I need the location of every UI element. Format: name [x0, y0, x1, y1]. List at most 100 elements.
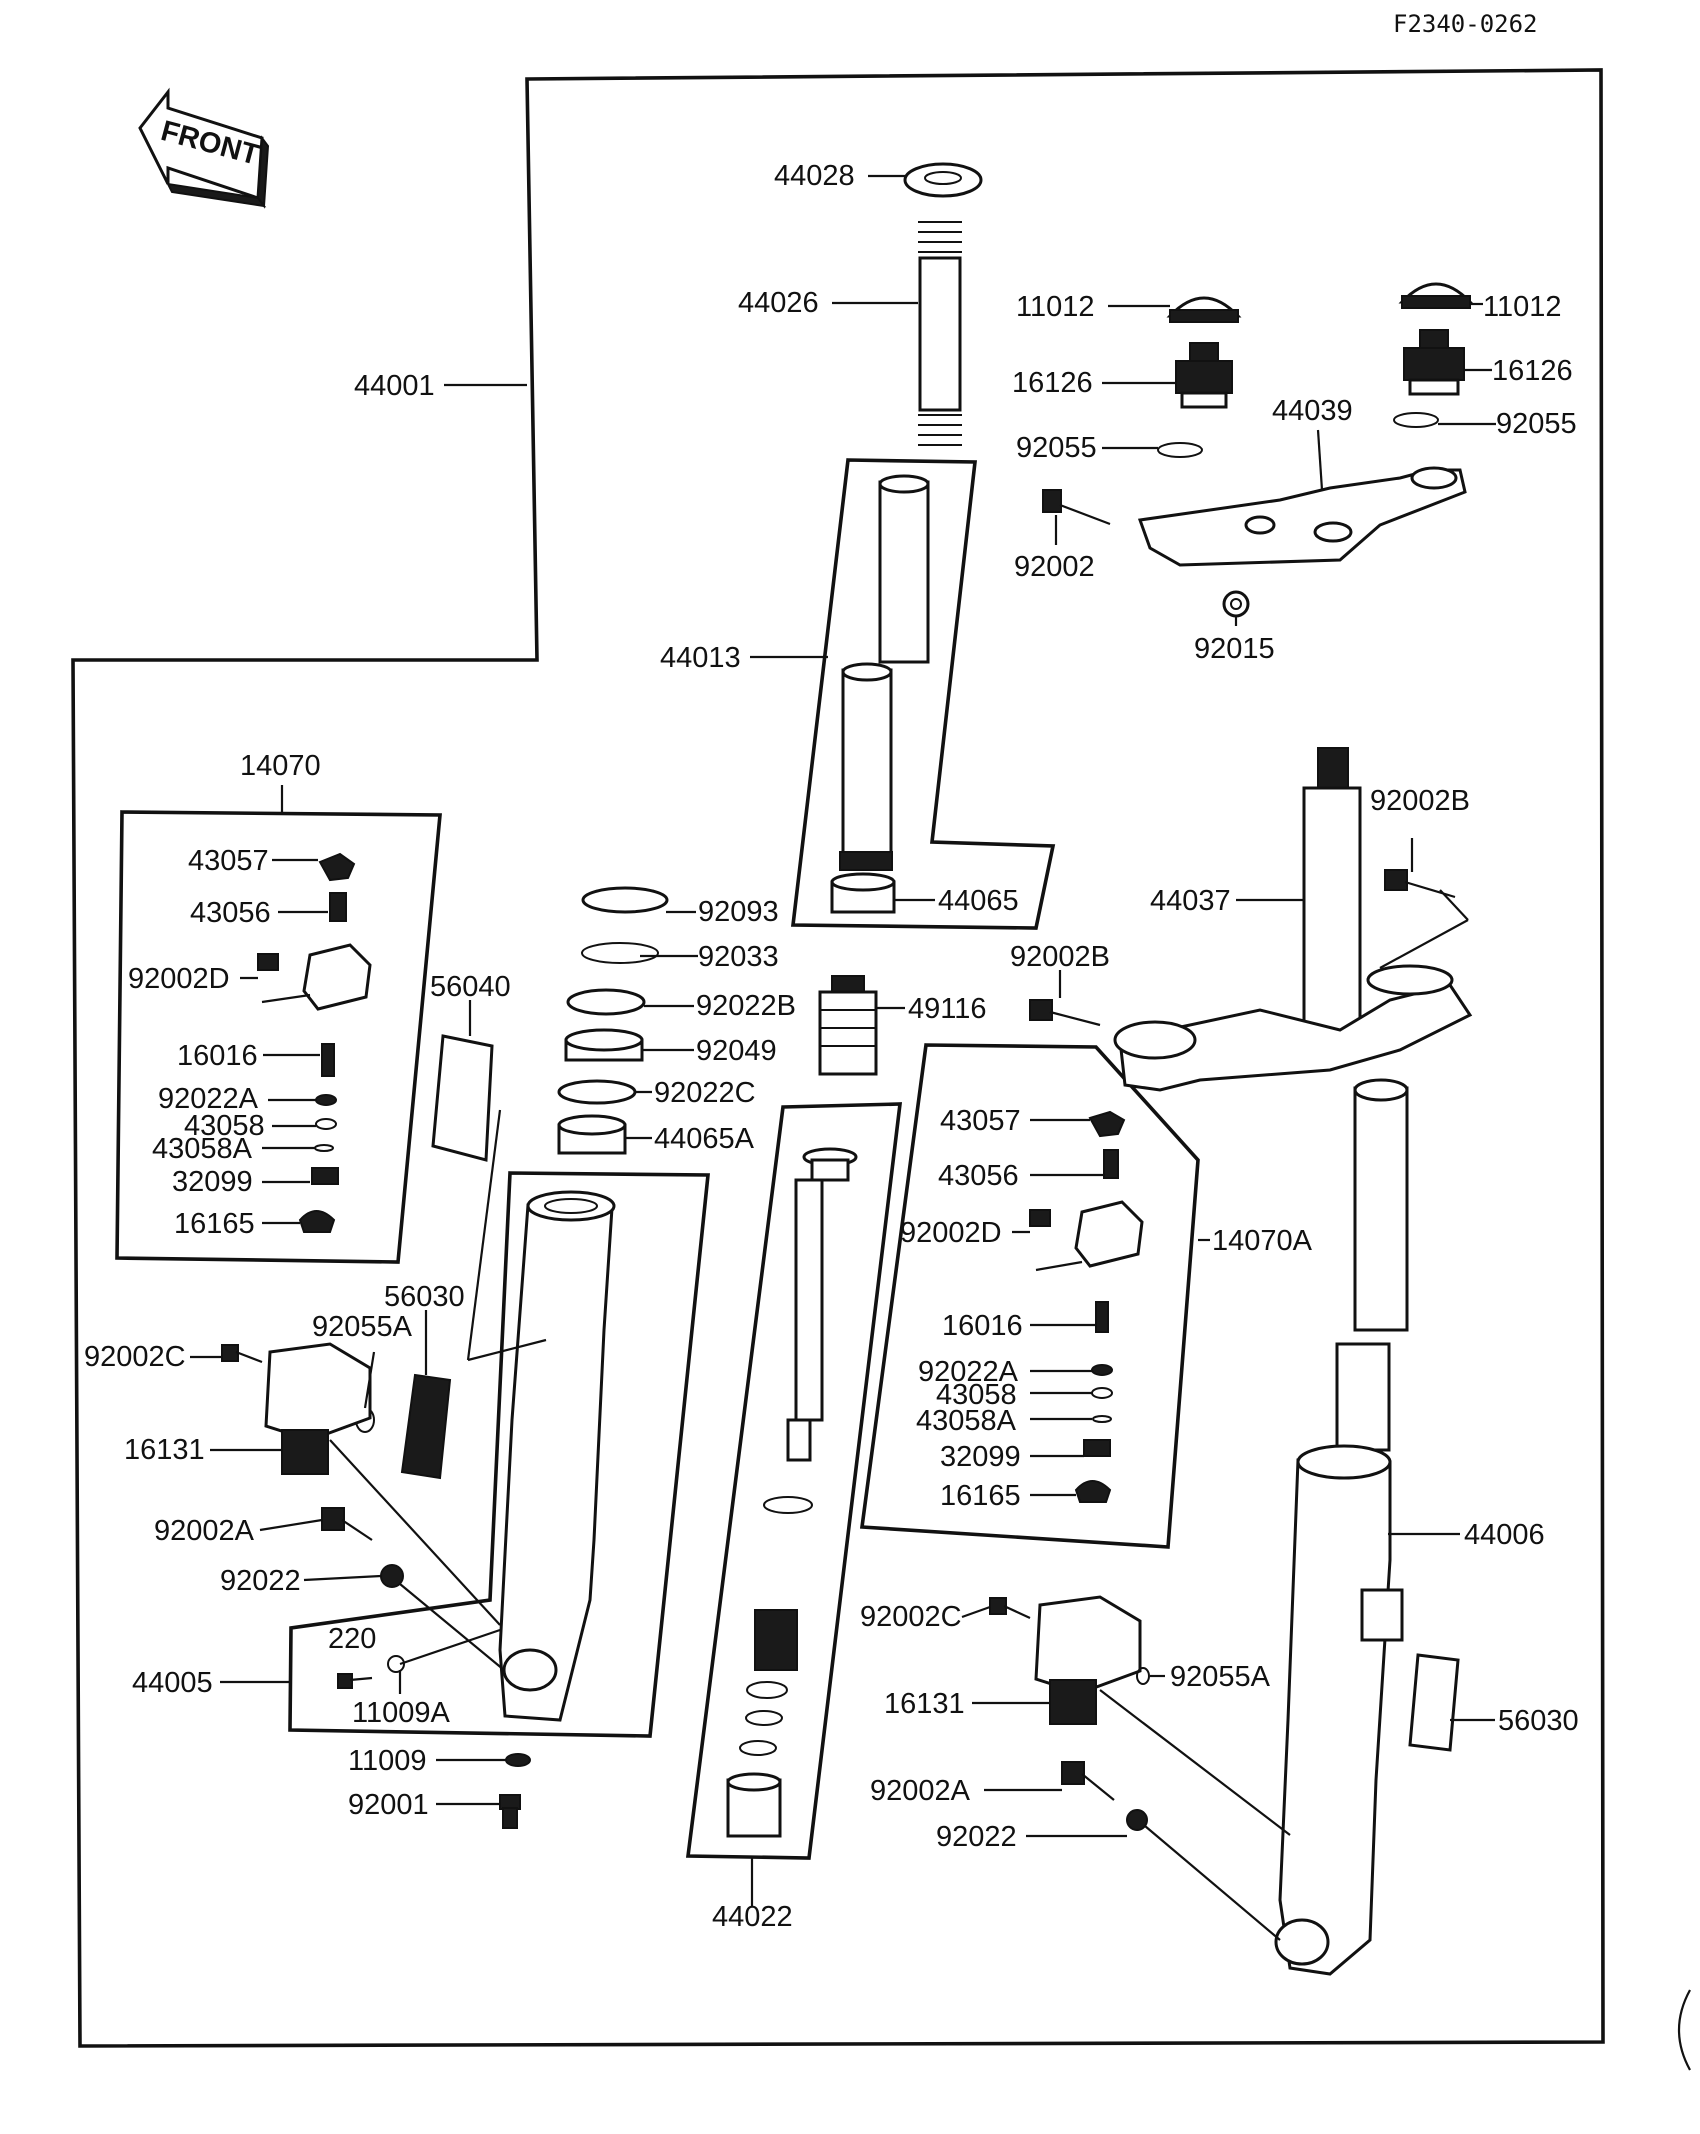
parts-44022-group [726, 1147, 858, 1838]
label-44065: 44065 [938, 885, 1019, 917]
label-44013: 44013 [660, 642, 741, 674]
label-92049: 92049 [696, 1035, 777, 1067]
part-16131-caliper-right [1034, 1595, 1142, 1725]
part-92002B-bolt-lower [1029, 999, 1101, 1027]
part-44028-spring-seat [903, 162, 983, 198]
label-92002B-lower: 92002B [1010, 941, 1110, 973]
label-92002C-right: 92002C [860, 1601, 962, 1633]
part-16126-left [1175, 342, 1233, 409]
label-49116: 49116 [908, 993, 987, 1025]
parts-14070A-group [1029, 1110, 1144, 1503]
label-16131-left: 16131 [124, 1434, 205, 1466]
label-14070: 14070 [240, 750, 321, 782]
label-44006: 44006 [1464, 1519, 1545, 1551]
label-16016-right: 16016 [942, 1310, 1023, 1342]
assembly-outline [71, 68, 1605, 2048]
part-44013-inner-tube [839, 474, 930, 871]
label-92093: 92093 [698, 896, 779, 928]
margin-mark [1677, 1989, 1691, 2071]
label-92002: 92002 [1014, 551, 1095, 583]
label-16165-left: 16165 [174, 1208, 255, 1240]
front-arrow-icon: FRONT [138, 87, 270, 209]
label-32099-right: 32099 [940, 1441, 1021, 1473]
diagram-code: F2340-0262 [1393, 10, 1538, 38]
part-92022-washer-left [380, 1564, 404, 1588]
label-92022A-right: 92022A [918, 1356, 1019, 1388]
label-43056-left: 43056 [190, 897, 271, 929]
part-220-screw [337, 1673, 373, 1689]
label-11009A: 11009A [352, 1697, 450, 1729]
label-43058-right: 43058 [936, 1379, 1017, 1411]
label-16126-right: 16126 [1492, 355, 1573, 387]
label-44065A: 44065A [654, 1123, 755, 1155]
label-92022C: 92022C [654, 1077, 756, 1109]
part-56030-label-left [400, 1373, 452, 1480]
label-92033: 92033 [698, 941, 779, 973]
box-44022 [685, 1102, 903, 1860]
label-92055-left: 92055 [1016, 432, 1097, 464]
label-92002D-left: 92002D [128, 963, 230, 995]
part-11009-gasket [505, 1753, 531, 1767]
label-92022-left: 92022 [220, 1565, 301, 1597]
label-56030-left: 56030 [384, 1281, 465, 1313]
box-14070A [859, 1043, 1200, 1549]
label-43057-right: 43057 [940, 1105, 1021, 1137]
part-92002A-bolt-left [321, 1507, 373, 1541]
leader-lines [190, 174, 1496, 1941]
part-92022C-washer [557, 1079, 637, 1105]
part-11009A-gasket [387, 1655, 405, 1673]
part-44037-steering-stem [1113, 747, 1473, 1092]
label-43058A-left: 43058A [152, 1133, 253, 1165]
part-92022-washer-right [1126, 1809, 1148, 1831]
part-44026-fork-spring [918, 221, 962, 446]
label-44026: 44026 [738, 287, 819, 319]
label-92001: 92001 [348, 1789, 429, 1821]
part-92002B-bolt-upper [1384, 869, 1456, 899]
part-44006-fork-right [1274, 1078, 1409, 1976]
parts-14070-group [257, 852, 372, 1233]
label-56040: 56040 [430, 971, 511, 1003]
part-92002C-bolt-right [989, 1597, 1031, 1619]
part-92001-bolt [499, 1794, 521, 1829]
label-44001: 44001 [354, 370, 435, 402]
label-92002A-left: 92002A [154, 1515, 255, 1547]
part-56040-label [431, 1034, 494, 1162]
label-92022-right: 92022 [936, 1821, 1017, 1853]
label-14070A: 14070A [1212, 1225, 1313, 1257]
part-44039-upper-bracket [1137, 466, 1467, 567]
label-43058A-right: 43058A [916, 1405, 1017, 1437]
label-44022: 44022 [712, 1901, 793, 1933]
label-92002B-upper: 92002B [1370, 785, 1470, 817]
label-44028: 44028 [774, 160, 855, 192]
label-92022A-left: 92022A [158, 1083, 259, 1115]
part-92002C-bolt-left [221, 1344, 263, 1364]
label-92015: 92015 [1194, 633, 1275, 665]
part-16131-caliper-left [264, 1342, 372, 1475]
label-44039: 44039 [1272, 395, 1353, 427]
part-92049-oil-seal [564, 1028, 644, 1062]
part-labels: 44028 44026 11012 11012 16126 16126 4403… [84, 160, 1579, 1933]
part-92002A-bolt-right [1061, 1761, 1115, 1801]
label-44005: 44005 [132, 1667, 213, 1699]
part-92055A-oring-right [1136, 1667, 1150, 1685]
label-92002D-right: 92002D [900, 1217, 1002, 1249]
label-16131-right: 16131 [884, 1688, 965, 1720]
part-92055-oring-left [1157, 442, 1203, 458]
part-16126-right [1403, 329, 1465, 396]
part-49116-boot [818, 975, 878, 1076]
label-16165-right: 16165 [940, 1480, 1021, 1512]
label-44037: 44037 [1150, 885, 1231, 917]
part-92022B-washer [566, 988, 646, 1016]
label-92002A-right: 92002A [870, 1775, 971, 1807]
part-11012-cap-left [1166, 296, 1242, 323]
part-44005-outer-tube [498, 1190, 616, 1722]
label-32099-left: 32099 [172, 1166, 253, 1198]
label-92055A-right: 92055A [1170, 1661, 1271, 1693]
label-92022B: 92022B [696, 990, 796, 1022]
label-16126-left: 16126 [1012, 367, 1093, 399]
label-56030-right: 56030 [1498, 1705, 1579, 1737]
label-43058-left: 43058 [184, 1110, 265, 1142]
label-11012-right: 11012 [1483, 291, 1562, 323]
label-92055-right: 92055 [1496, 408, 1577, 440]
